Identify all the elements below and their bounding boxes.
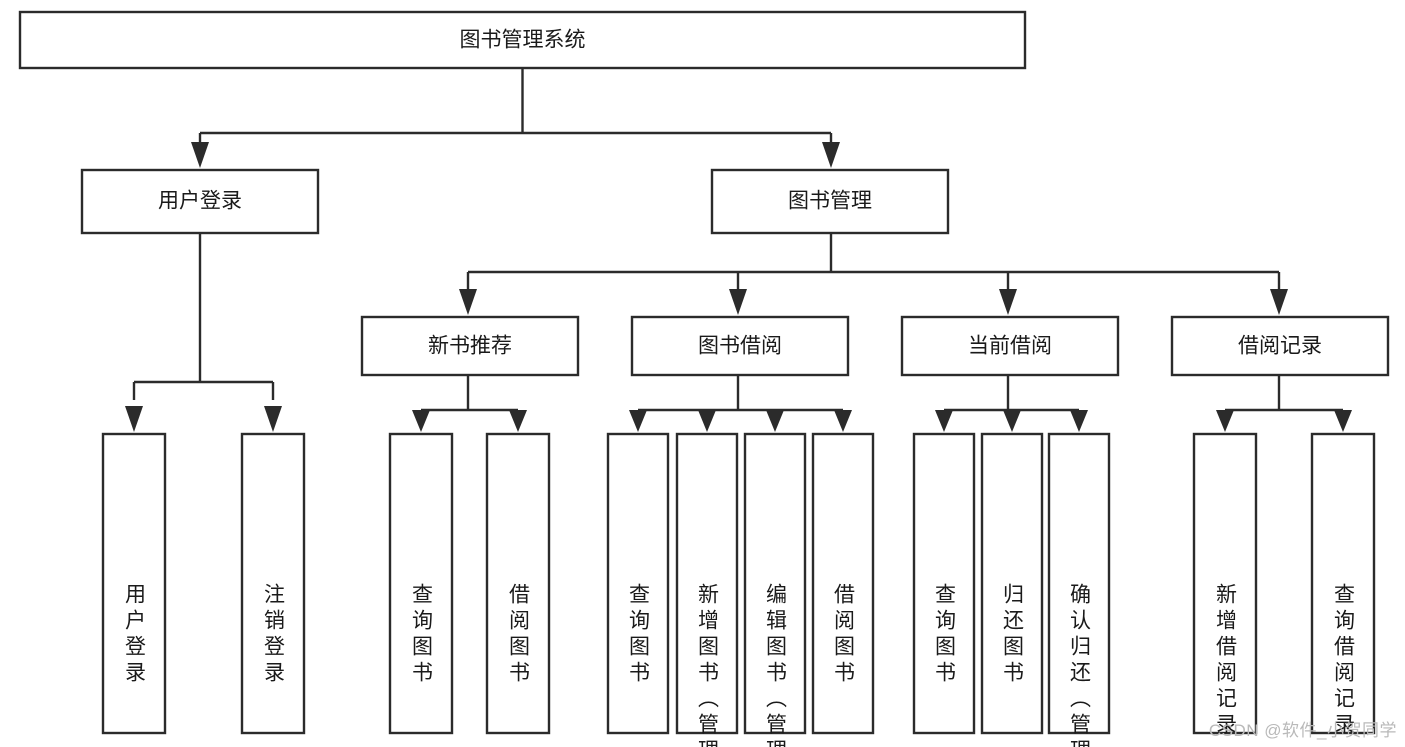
arrow-to-currentborrow bbox=[999, 289, 1017, 315]
connector-group-root-to-level2 bbox=[191, 68, 840, 168]
connector-group-currentborrow-to-leaves bbox=[935, 375, 1088, 432]
node-root-label: 图书管理系统 bbox=[460, 29, 586, 52]
node-leaf-bb-query-book-box[interactable] bbox=[606, 432, 670, 735]
node-leaf-bb-edit-book-admin-box[interactable] bbox=[743, 432, 807, 735]
node-leaf-logout-login-box[interactable] bbox=[240, 432, 306, 735]
node-leaf-nb-query-book[interactable]: 查询图书 bbox=[388, 432, 454, 735]
node-leaf-bb-query-book[interactable]: 查询图书 bbox=[606, 432, 670, 735]
node-leaf-nb-query-book-box[interactable] bbox=[388, 432, 454, 735]
node-leaf-br-query-record-label: 查询借阅记录 bbox=[1332, 583, 1356, 739]
node-borrow-record-label: 借阅记录 bbox=[1238, 335, 1322, 358]
arrow-leaf-logout-login bbox=[264, 406, 282, 432]
node-current-borrow-box[interactable] bbox=[900, 315, 1120, 377]
arrow-leaf-newbook-query bbox=[412, 410, 430, 432]
node-leaf-cb-query-book[interactable]: 查询图书 bbox=[912, 432, 976, 735]
node-book-management-label: 图书管理 bbox=[788, 190, 872, 213]
node-leaf-br-add-record-label: 新增借阅记录 bbox=[1214, 583, 1238, 739]
arrow-leaf-bb-query bbox=[629, 410, 647, 432]
node-leaf-logout-login[interactable]: 注销登录 bbox=[240, 432, 306, 735]
arrow-to-borrowrecord bbox=[1270, 289, 1288, 315]
node-leaf-user-login-label: 用户登录 bbox=[123, 583, 147, 687]
node-book-management[interactable]: 图书管理 bbox=[710, 168, 950, 235]
node-current-borrow[interactable]: 当前借阅 bbox=[900, 315, 1120, 377]
node-leaf-cb-confirm-return-admin[interactable]: 确认归还（管理员） bbox=[1047, 432, 1111, 747]
node-leaf-nb-borrow-book[interactable]: 借阅图书 bbox=[485, 432, 551, 735]
node-new-book-recommend-box[interactable] bbox=[360, 315, 580, 377]
node-root-box[interactable] bbox=[18, 10, 1027, 70]
node-leaf-bb-edit-book-admin[interactable]: 编辑图书（管理员） bbox=[743, 432, 807, 747]
connector-group-borrowrecord-to-leaves bbox=[1216, 375, 1352, 432]
arrow-leaf-br-query bbox=[1334, 410, 1352, 432]
node-current-borrow-label: 当前借阅 bbox=[968, 335, 1052, 358]
node-book-borrow[interactable]: 图书借阅 bbox=[630, 315, 850, 377]
node-borrow-record-box[interactable] bbox=[1170, 315, 1390, 377]
node-book-management-box[interactable] bbox=[710, 168, 950, 235]
arrow-leaf-user-login bbox=[125, 406, 143, 432]
node-leaf-logout-login-label: 注销登录 bbox=[262, 583, 286, 687]
node-user-login-box[interactable] bbox=[80, 168, 320, 235]
node-leaf-bb-borrow-book-box[interactable] bbox=[811, 432, 875, 735]
node-leaf-cb-query-book-box[interactable] bbox=[912, 432, 976, 735]
arrow-leaf-bb-add bbox=[698, 410, 716, 432]
connector-group-bookborrow-to-leaves bbox=[629, 375, 852, 432]
node-leaf-cb-confirm-return-admin-box[interactable] bbox=[1047, 432, 1111, 735]
arrow-leaf-cb-confirm bbox=[1070, 410, 1088, 432]
node-user-login-label: 用户登录 bbox=[158, 190, 242, 213]
node-leaf-nb-query-book-label: 查询图书 bbox=[410, 583, 434, 687]
node-leaf-user-login[interactable]: 用户登录 bbox=[101, 432, 167, 735]
node-user-login[interactable]: 用户登录 bbox=[80, 168, 320, 235]
arrow-leaf-cb-return bbox=[1003, 410, 1021, 432]
node-leaf-br-add-record-box[interactable] bbox=[1192, 432, 1258, 735]
connector-group-newbook-to-leaves bbox=[412, 375, 527, 432]
connector-group-userlogin-to-leaves bbox=[125, 233, 282, 432]
node-leaf-bb-add-book-admin-label: 新增图书（管理员） bbox=[696, 583, 720, 747]
connector-group-booktmgmt-to-level3 bbox=[459, 233, 1288, 315]
node-leaf-bb-add-book-admin[interactable]: 新增图书（管理员） bbox=[675, 432, 739, 747]
node-leaf-bb-borrow-book[interactable]: 借阅图书 bbox=[811, 432, 875, 735]
node-leaf-bb-edit-book-admin-label: 编辑图书（管理员） bbox=[764, 583, 788, 747]
arrow-leaf-cb-query bbox=[935, 410, 953, 432]
arrow-leaf-bb-borrow bbox=[834, 410, 852, 432]
arrow-leaf-bb-edit bbox=[766, 410, 784, 432]
node-leaf-br-query-record[interactable]: 查询借阅记录 bbox=[1310, 432, 1376, 739]
node-new-book-recommend-label: 新书推荐 bbox=[428, 335, 512, 358]
node-leaf-cb-return-book-label: 归还图书 bbox=[1001, 583, 1025, 687]
arrow-leaf-br-add bbox=[1216, 410, 1234, 432]
arrow-to-bookborrow bbox=[729, 289, 747, 315]
node-leaf-bb-add-book-admin-box[interactable] bbox=[675, 432, 739, 735]
arrow-to-user-login bbox=[191, 142, 209, 168]
arrow-leaf-newbook-borrow bbox=[509, 410, 527, 432]
node-book-borrow-label: 图书借阅 bbox=[698, 335, 782, 358]
node-leaf-cb-query-book-label: 查询图书 bbox=[933, 583, 957, 687]
node-leaf-nb-borrow-book-box[interactable] bbox=[485, 432, 551, 735]
arrow-to-newbook bbox=[459, 289, 477, 315]
node-root[interactable]: 图书管理系统 bbox=[18, 10, 1027, 70]
node-leaf-user-login-box[interactable] bbox=[101, 432, 167, 735]
node-leaf-bb-borrow-book-label: 借阅图书 bbox=[832, 583, 856, 687]
node-leaf-br-query-record-box[interactable] bbox=[1310, 432, 1376, 735]
node-leaf-cb-return-book[interactable]: 归还图书 bbox=[980, 432, 1044, 735]
arrow-to-book-management bbox=[822, 142, 840, 168]
node-leaf-cb-confirm-return-admin-label: 确认归还（管理员） bbox=[1068, 583, 1092, 747]
node-borrow-record[interactable]: 借阅记录 bbox=[1170, 315, 1390, 377]
node-leaf-bb-query-book-label: 查询图书 bbox=[627, 583, 651, 687]
node-new-book-recommend[interactable]: 新书推荐 bbox=[360, 315, 580, 377]
node-leaf-cb-return-book-box[interactable] bbox=[980, 432, 1044, 735]
node-leaf-br-add-record[interactable]: 新增借阅记录 bbox=[1192, 432, 1258, 739]
node-book-borrow-box[interactable] bbox=[630, 315, 850, 377]
node-leaf-nb-borrow-book-label: 借阅图书 bbox=[507, 583, 531, 687]
